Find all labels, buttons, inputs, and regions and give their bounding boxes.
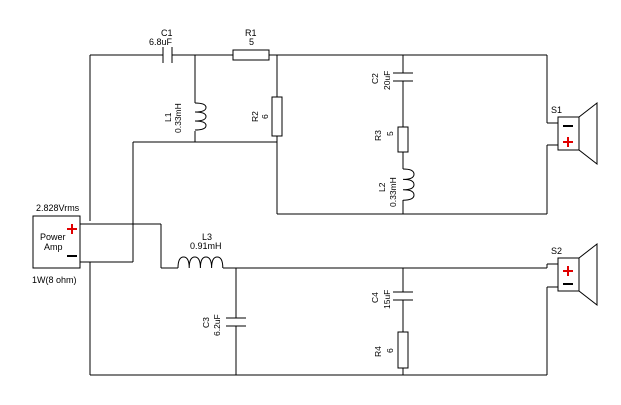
capacitor-c4: C4 15uF [370, 290, 413, 309]
c1-value: 6.8uF [149, 37, 173, 47]
capacitor-c2: C2 20uF [370, 71, 413, 90]
r1-value: 5 [249, 37, 254, 47]
resistor-r4: R4 6 [373, 331, 409, 369]
source-power-label: 1W(8 ohm) [32, 275, 77, 285]
c2-value: 20uF [382, 71, 392, 90]
l3-value: 0.91mH [190, 241, 222, 251]
speaker-s2-cone [578, 242, 598, 307]
s1-ref: S1 [551, 105, 562, 115]
c4-value: 15uF [382, 290, 392, 309]
power-amp-name-line1: Power [40, 232, 66, 242]
wires [80, 54, 558, 376]
resistor-r3: R3 5 [373, 126, 409, 153]
r2-value: 6 [260, 114, 270, 119]
power-amp-name-line2: Amp [44, 242, 63, 252]
r4-ref: R4 [373, 346, 383, 357]
r1-ref: R1 [245, 28, 257, 38]
c1-ref: C1 [161, 28, 173, 38]
s2-ref: S2 [551, 246, 562, 256]
source-voltage-label: 2.828Vrms [36, 203, 80, 213]
resistor-r1: R1 5 [232, 28, 270, 61]
inductor-l2: L2 0.33mH [377, 168, 415, 207]
r3-ref: R3 [373, 130, 383, 141]
r2-ref: R2 [250, 111, 260, 122]
capacitor-c1: C1 6.8uF [149, 28, 173, 63]
l2-value: 0.33mH [388, 177, 398, 207]
c3-ref: C3 [201, 317, 211, 328]
speaker-s1-cone [578, 101, 598, 166]
l2-ref: L2 [377, 182, 387, 192]
inductor-l1: L1 0.33mH [163, 102, 207, 133]
inductor-l3: L3 0.91mH [177, 232, 224, 269]
resistor-r2: R2 6 [250, 96, 283, 137]
l1-ref: L1 [163, 112, 173, 122]
speaker-s1: S1 [551, 101, 598, 166]
r4-value: 6 [385, 348, 395, 353]
r3-value: 5 [385, 131, 395, 136]
speaker-s2: S2 [551, 242, 598, 307]
capacitor-c3: C3 6.2uF [201, 314, 246, 336]
c3-value: 6.2uF [212, 314, 222, 336]
c2-ref: C2 [370, 73, 380, 84]
l3-ref: L3 [202, 232, 212, 242]
power-amp-source: Power Amp 2.828Vrms 1W(8 ohm) [32, 203, 81, 285]
c4-ref: C4 [370, 292, 380, 303]
l1-value: 0.33mH [173, 103, 183, 133]
